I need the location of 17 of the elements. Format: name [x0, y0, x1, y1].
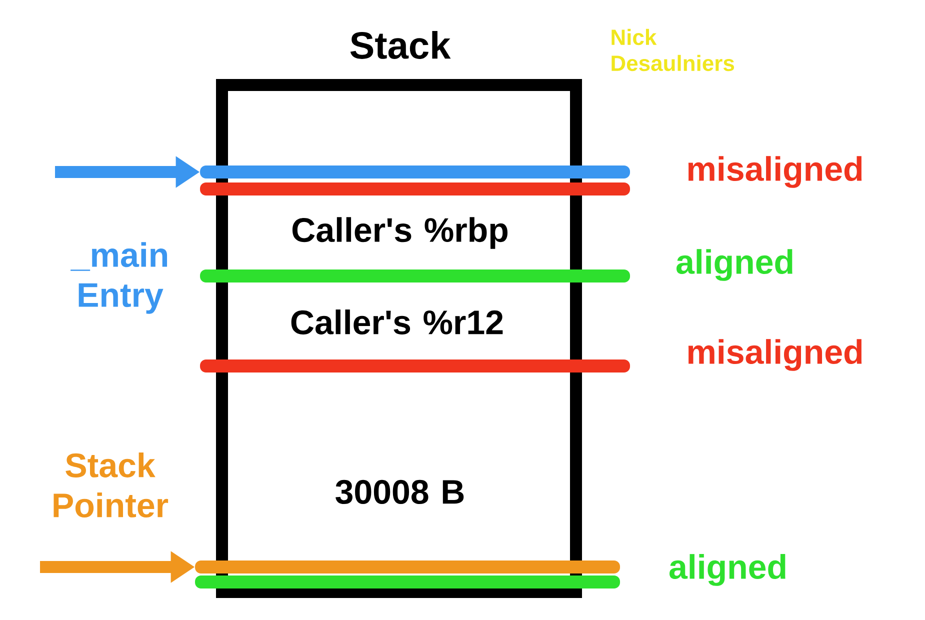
alignment-label: misaligned	[688, 156, 862, 188]
node-label: Stack	[350, 31, 451, 59]
alignment-label: aligned	[670, 554, 786, 586]
alignment-label: misaligned	[688, 339, 862, 371]
boundary-bar	[200, 359, 630, 372]
boundary-bar	[195, 575, 620, 588]
entry-label: _main Entry	[70, 242, 168, 314]
pointer-label: Stack Pointer	[54, 452, 168, 518]
author-credit: Nick Desaulniers	[612, 28, 734, 72]
boundary-bar	[200, 269, 630, 282]
stack-slot-label: Caller's %r12	[291, 310, 503, 334]
alignment-label: aligned	[676, 249, 792, 281]
boundary-bar	[200, 182, 630, 196]
stack-slot-label: 30008 B	[336, 480, 464, 504]
boundary-bar	[195, 560, 620, 574]
boundary-bar	[200, 165, 630, 178]
stack-slot-label: Caller's %rbp	[292, 217, 508, 249]
